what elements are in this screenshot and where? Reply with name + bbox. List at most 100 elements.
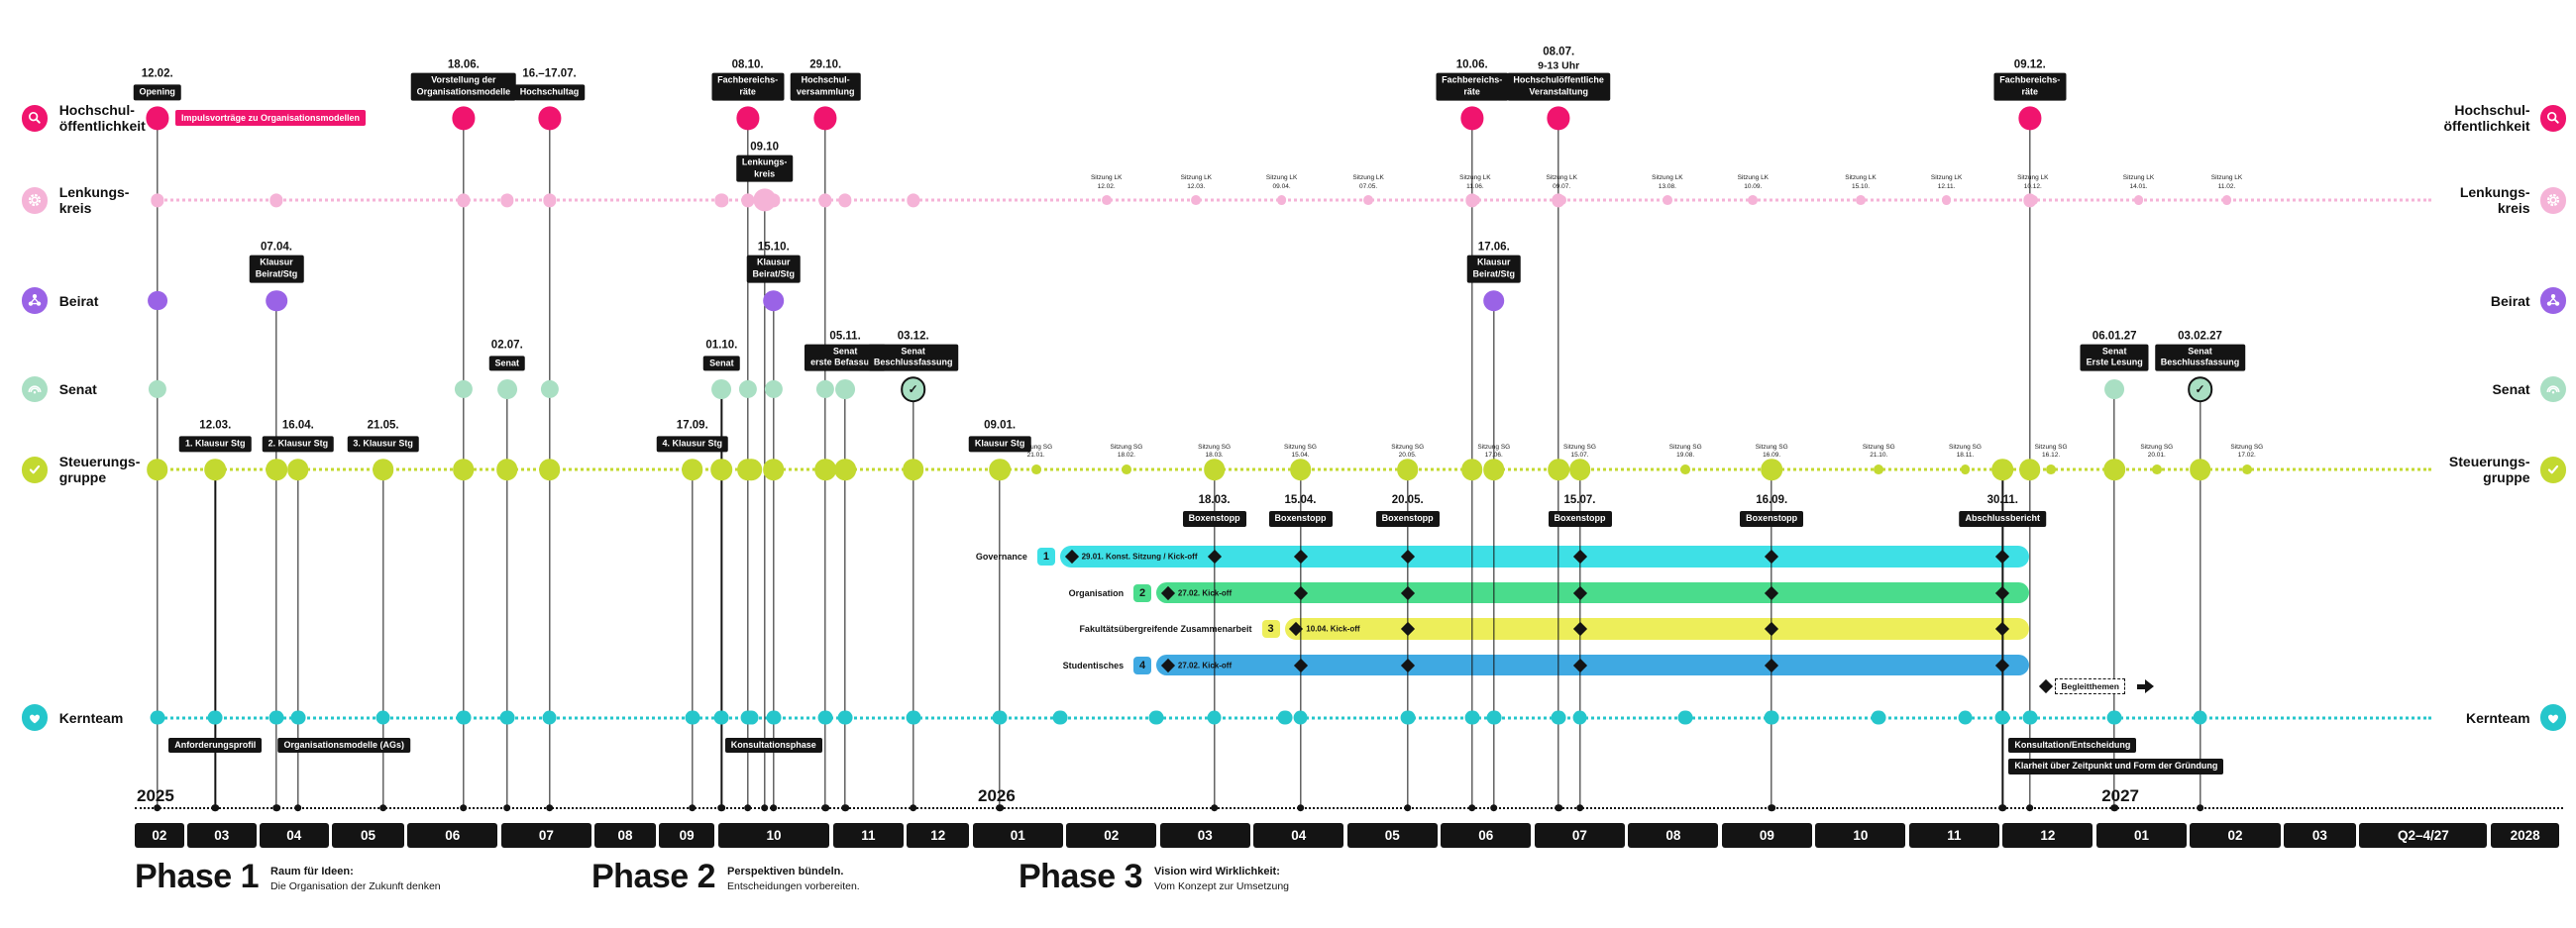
event-title: Boxenstopp xyxy=(1740,511,1804,527)
phase-2-subtitle: Perspektiven bündeln. xyxy=(727,866,844,877)
event-dot-hochschul xyxy=(452,106,476,130)
event-dot-sg xyxy=(1991,459,2014,480)
event-line xyxy=(1213,469,1216,808)
lane-dot-kern xyxy=(456,710,472,726)
sitzung-dot-lk xyxy=(2027,195,2038,206)
event-dot-sg xyxy=(682,459,703,480)
lane-dot-lk xyxy=(542,193,557,207)
month-cell-03.25: 03 xyxy=(187,822,257,848)
lane-dot-lk xyxy=(740,193,755,207)
event-line xyxy=(720,389,723,808)
event-dot-lk xyxy=(753,188,777,212)
sitzung-dot-lk xyxy=(1748,195,1759,206)
axis-event-dot xyxy=(2110,804,2118,812)
axis-event-dot xyxy=(294,804,302,812)
lane-dot-sg xyxy=(496,459,518,480)
lane-dot-kern xyxy=(1293,710,1308,726)
event-dot-hochschul xyxy=(2018,106,2042,130)
event-dot-sg xyxy=(1568,459,1591,480)
sitzung-dot-lk xyxy=(1276,195,1287,206)
event-label: 02.07.Senat xyxy=(488,339,526,371)
lane-label-lk: Lenkungs-kreis xyxy=(58,184,130,217)
month-cell-06.25: 06 xyxy=(407,822,498,848)
lane-dot-lk xyxy=(269,193,283,207)
decision-check-dot: ✓ xyxy=(2187,376,2213,402)
event-date: 30.11. xyxy=(1986,494,2018,507)
month-cell-12.26: 12 xyxy=(2002,822,2093,848)
lane-label-senat: Senat xyxy=(58,380,97,397)
sitzung-dot-lk xyxy=(1556,195,1567,206)
lane-label-kern: Kernteam xyxy=(58,709,124,726)
month-cell-08.25: 08 xyxy=(594,822,656,848)
event-label: 30.11.Abschlussbericht xyxy=(1959,494,2047,527)
axis-event-dot xyxy=(770,804,778,812)
event-label: 16.–17.07.Hochschultag xyxy=(513,68,586,101)
event-dot-sg xyxy=(204,459,227,480)
phase-3: Phase 3 Vision wird Wirklichkeit: Vom Ko… xyxy=(1019,860,1289,893)
lane-dot-kern xyxy=(685,710,700,726)
event-dot-sg xyxy=(1761,459,1782,480)
event-line xyxy=(1407,469,1409,808)
event-line xyxy=(1771,469,1772,808)
event-extra: 9-13 Uhr xyxy=(1538,59,1580,72)
month-cell-03.27: 03 xyxy=(2283,822,2356,848)
phase-2-desc: Entscheidungen vorbereiten. xyxy=(727,879,860,892)
kickoff-label: 29.01. Konst. Sitzung / Kick-off xyxy=(1081,552,1198,562)
magnifier-icon xyxy=(21,105,49,132)
lane-label-sg: Steuerungs-gruppe xyxy=(58,454,141,486)
gantt-bar-1 xyxy=(1060,546,2029,567)
lane-dot-kern xyxy=(1277,710,1293,726)
lane-dot-sg xyxy=(1548,459,1569,480)
lane-dot-senat xyxy=(738,379,757,399)
event-date: 17.06. xyxy=(1477,241,1510,254)
year-label: 2025 xyxy=(135,786,176,807)
lane-dot-kern xyxy=(1551,710,1566,726)
lane-dot-kern xyxy=(992,710,1008,726)
legend-arrow-icon xyxy=(2137,679,2155,694)
event-line xyxy=(763,200,766,808)
event-date: 03.02.27 xyxy=(2178,330,2222,343)
event-date: 09.10 xyxy=(750,141,779,154)
event-label: 15.04.Boxenstopp xyxy=(1268,494,1333,527)
event-label: 12.03.1. Klausur Stg xyxy=(179,419,252,452)
lane-dot-beirat xyxy=(147,290,167,311)
event-dot-beirat xyxy=(266,289,287,312)
sitzung-dot-sg xyxy=(1960,464,1971,475)
phase-3-title: Phase 3 xyxy=(1019,858,1143,895)
event-dot-senat xyxy=(2104,379,2125,399)
lane-dot-lk xyxy=(500,193,514,207)
check-circle-icon xyxy=(21,457,49,483)
month-cell-10.25: 10 xyxy=(717,822,830,848)
sitzung-dot-lk xyxy=(1662,195,1672,206)
lane-dot-kern xyxy=(2193,710,2207,726)
lane-dot-kern xyxy=(542,710,557,726)
kernteam-phase-label: Klarheit über Zeitpunkt und Form der Grü… xyxy=(2008,759,2224,774)
event-dot-hochschul xyxy=(813,106,837,130)
gantt-row-label: Fakultätsübergreifende Zusammenarbeit xyxy=(1079,624,1252,635)
event-dot-senat xyxy=(711,379,732,399)
lane-dot-kern xyxy=(150,710,165,726)
event-line xyxy=(1578,469,1581,808)
gantt-bar-4 xyxy=(1156,654,2029,676)
event-date: 10.06. xyxy=(1455,58,1488,71)
event-date: 09.12. xyxy=(2013,58,2046,71)
axis-event-dot xyxy=(1555,804,1562,812)
event-line xyxy=(844,389,846,808)
phase-3-text: Vision wird Wirklichkeit: Vom Konzept zu… xyxy=(1154,865,1289,893)
sitzung-dot-sg xyxy=(1488,464,1499,475)
axis-event-dot xyxy=(1998,804,2007,812)
event-date: 15.07. xyxy=(1563,494,1596,507)
lane-dot-sg xyxy=(763,459,785,480)
